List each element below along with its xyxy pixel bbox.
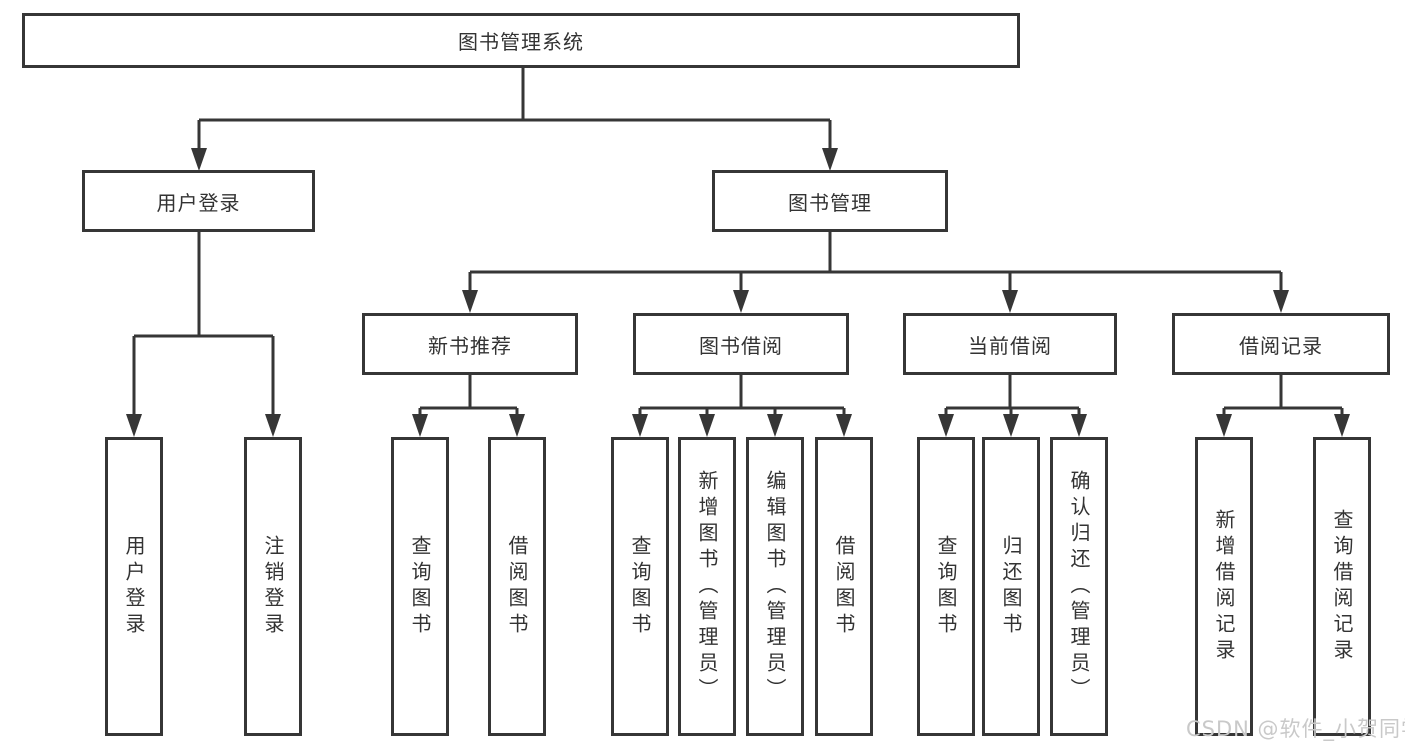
node-book-borrowing: 图书借阅 (633, 313, 849, 375)
node-user-login: 用户登录 (82, 170, 315, 232)
leaf-br-add-record-label: 新增借阅记录 (1212, 508, 1236, 665)
leaf-cb-confirm-return-admin-label: 确认归还（管理员） (1067, 469, 1091, 704)
leaf-cb-confirm-return-admin: 确认归还（管理员） (1050, 437, 1108, 736)
node-new-book-recommendation: 新书推荐 (362, 313, 578, 375)
leaf-br-add-record: 新增借阅记录 (1195, 437, 1253, 736)
leaf-cb-return-books-label: 归还图书 (999, 534, 1023, 639)
leaf-user-login: 用户登录 (105, 437, 163, 736)
node-borrowing-records: 借阅记录 (1172, 313, 1390, 375)
leaf-cb-query-books: 查询图书 (917, 437, 975, 736)
leaf-nbr-query-books-label: 查询图书 (408, 534, 432, 639)
leaf-bb-add-books-admin-label: 新增图书（管理员） (695, 469, 719, 704)
leaf-bb-edit-books-admin: 编辑图书（管理员） (746, 437, 804, 736)
node-system-root: 图书管理系统 (22, 13, 1020, 68)
leaf-cb-query-books-label: 查询图书 (934, 534, 958, 639)
node-current-borrowing-label: 当前借阅 (968, 333, 1052, 358)
leaf-br-query-record-label: 查询借阅记录 (1330, 508, 1354, 665)
leaf-br-query-record: 查询借阅记录 (1313, 437, 1371, 736)
leaf-bb-borrow-books-label: 借阅图书 (832, 534, 856, 639)
node-current-borrowing: 当前借阅 (903, 313, 1117, 375)
leaf-nbr-borrow-books: 借阅图书 (488, 437, 546, 736)
watermark: CSDN @软件_小贺同学 (1186, 717, 1405, 741)
node-system-root-label: 图书管理系统 (458, 30, 584, 54)
node-book-borrowing-label: 图书借阅 (699, 333, 783, 358)
leaf-nbr-borrow-books-label: 借阅图书 (505, 534, 529, 639)
leaf-bb-query-books-label: 查询图书 (628, 534, 652, 639)
leaf-bb-edit-books-admin-label: 编辑图书（管理员） (763, 469, 787, 704)
leaf-bb-borrow-books: 借阅图书 (815, 437, 873, 736)
leaf-bb-add-books-admin: 新增图书（管理员） (678, 437, 736, 736)
leaf-logout: 注销登录 (244, 437, 302, 736)
leaf-bb-query-books: 查询图书 (611, 437, 669, 736)
leaf-logout-label: 注销登录 (261, 534, 285, 639)
node-book-management-label: 图书管理 (788, 190, 872, 215)
leaf-cb-return-books: 归还图书 (982, 437, 1040, 736)
node-user-login-label: 用户登录 (156, 190, 241, 215)
node-new-book-recommendation-label: 新书推荐 (428, 333, 512, 358)
leaf-user-login-label: 用户登录 (122, 534, 146, 639)
node-book-management: 图书管理 (712, 170, 948, 232)
leaf-nbr-query-books: 查询图书 (391, 437, 449, 736)
node-borrowing-records-label: 借阅记录 (1239, 333, 1323, 358)
